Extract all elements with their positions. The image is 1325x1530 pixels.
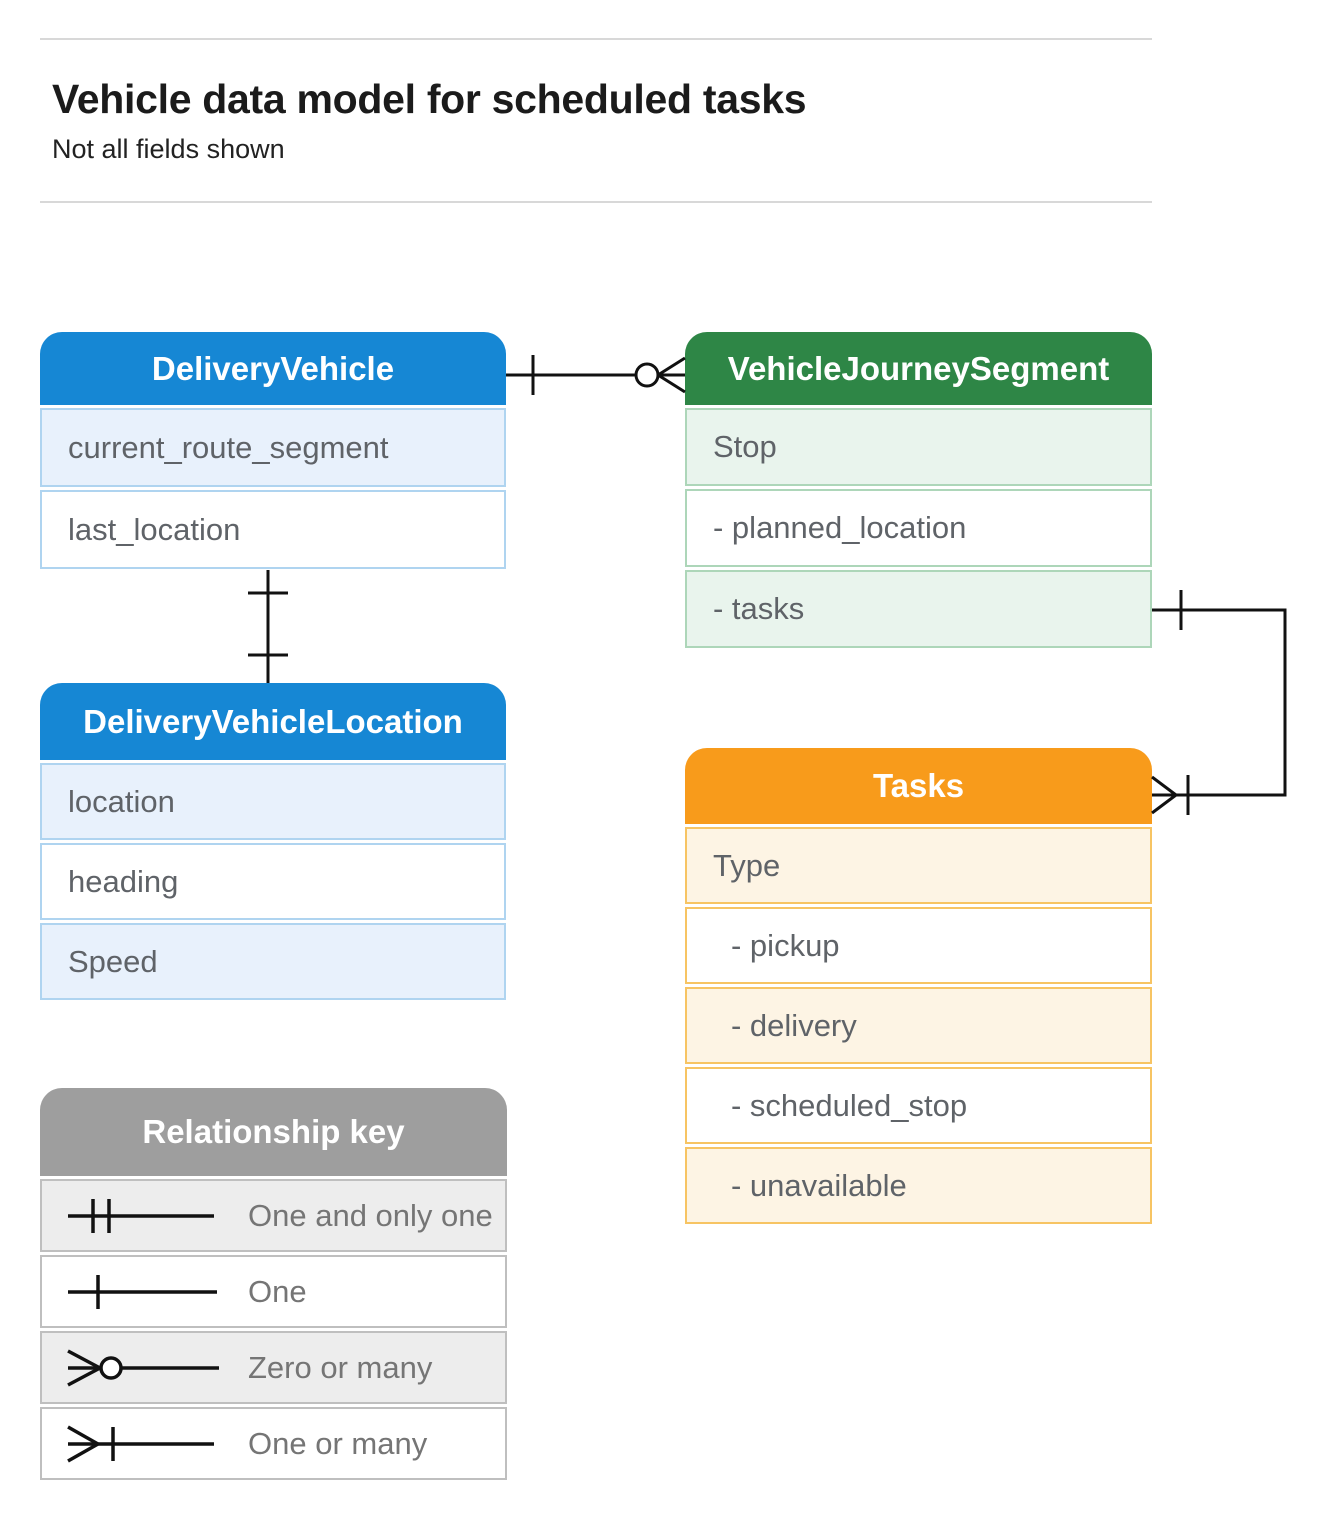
legend-label: One — [248, 1273, 307, 1309]
field-current-route-segment: current_route_segment — [40, 408, 506, 487]
field-last-location: last_location — [40, 490, 506, 569]
entity-delivery-vehicle-location: DeliveryVehicleLocation location heading… — [40, 683, 506, 1000]
legend-row-one: One — [40, 1255, 507, 1328]
field-unavailable: - unavailable — [685, 1147, 1152, 1224]
zero-or-many-icon — [67, 1348, 219, 1387]
field-stop: Stop — [685, 408, 1152, 486]
legend-row-one-or-many: One or many — [40, 1407, 507, 1480]
one-icon — [68, 1274, 217, 1309]
page-title: Vehicle data model for scheduled tasks — [52, 76, 807, 122]
subtitle-divider — [40, 201, 1152, 203]
field-planned-location: - planned_location — [685, 489, 1152, 567]
relationship-key: Relationship key One and only one One Ze… — [40, 1088, 507, 1480]
legend-label: One or many — [248, 1425, 428, 1461]
connector-vehiclejourneysegment-tasks — [1151, 590, 1287, 815]
one-or-many-icon — [67, 1424, 214, 1463]
field-speed: Speed — [40, 923, 506, 1000]
legend-label: One and only one — [248, 1197, 493, 1233]
entity-delivery-vehicle-location-header: DeliveryVehicleLocation — [40, 683, 506, 760]
field-scheduled-stop: - scheduled_stop — [685, 1067, 1152, 1144]
entity-delivery-vehicle: DeliveryVehicle current_route_segment la… — [40, 332, 506, 569]
top-divider — [40, 38, 1152, 40]
page-subtitle: Not all fields shown — [52, 134, 285, 164]
entity-tasks: Tasks Type - pickup - delivery - schedul… — [685, 748, 1152, 1224]
relationship-key-header: Relationship key — [40, 1088, 507, 1176]
field-type: Type — [685, 827, 1152, 904]
legend-row-one-and-only-one: One and only one — [40, 1179, 507, 1252]
connector-deliveryvehicle-deliveryvehiclelocation — [248, 570, 288, 683]
one-and-only-one-icon — [68, 1198, 214, 1233]
entity-tasks-header: Tasks — [685, 748, 1152, 824]
entity-vehicle-journey-segment-header: VehicleJourneySegment — [685, 332, 1152, 405]
entity-vehicle-journey-segment: VehicleJourneySegment Stop - planned_loc… — [685, 332, 1152, 648]
entity-delivery-vehicle-header: DeliveryVehicle — [40, 332, 506, 405]
field-location: location — [40, 763, 506, 840]
field-delivery: - delivery — [685, 987, 1152, 1064]
legend-row-zero-or-many: Zero or many — [40, 1331, 507, 1404]
field-pickup: - pickup — [685, 907, 1152, 984]
connector-deliveryvehicle-vehiclejourneysegment — [506, 355, 686, 395]
field-heading: heading — [40, 843, 506, 920]
field-tasks: - tasks — [685, 570, 1152, 648]
legend-label: Zero or many — [248, 1349, 433, 1385]
